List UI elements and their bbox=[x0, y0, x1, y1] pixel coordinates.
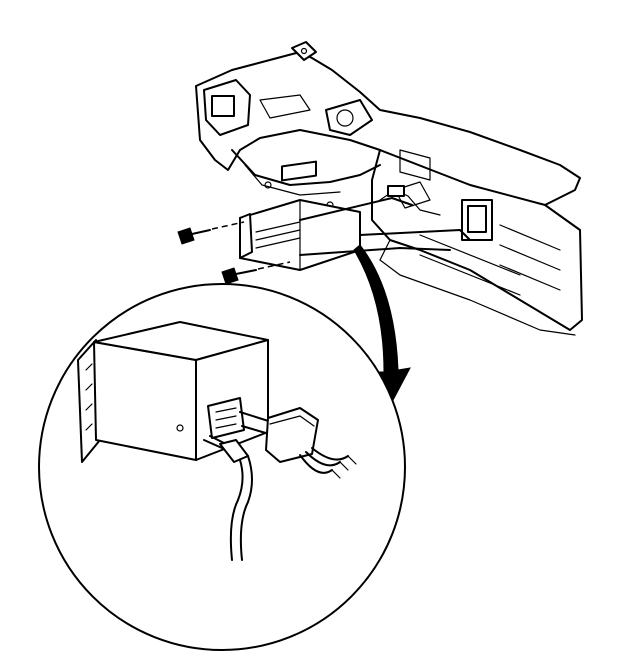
instrument-panel bbox=[195, 41, 583, 336]
electrical-connector bbox=[207, 397, 357, 479]
radio-unit bbox=[77, 321, 269, 463]
mounting-screw bbox=[177, 221, 245, 245]
radio-unit bbox=[239, 160, 471, 271]
antenna-cable bbox=[203, 435, 253, 561]
mounting-screw bbox=[221, 261, 291, 285]
